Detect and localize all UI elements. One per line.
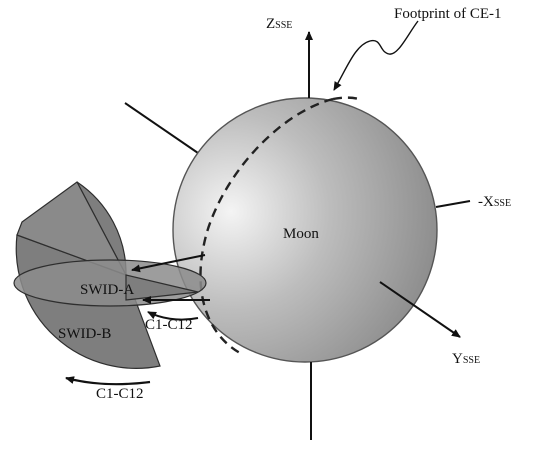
swid-upper-wedge-side [16, 181, 128, 277]
footprint-label: Footprint of CE-1 [394, 6, 502, 22]
view-arrow-upper [131, 254, 206, 273]
moon-sphere [172, 97, 438, 363]
z-axis-label: ZSSE [266, 16, 292, 32]
ce1-footprint-dashed-line [199, 97, 334, 355]
rotation-arrow-upper [147, 311, 199, 321]
y-axis-line [379, 281, 461, 338]
y-axis-label: YSSE [452, 351, 480, 367]
x-axis-back-line [124, 102, 199, 154]
neg-x-axis-label: -XSSE [478, 194, 511, 210]
neg-x-axis-line [435, 200, 471, 208]
swid-a-pointer-wedge [125, 274, 199, 301]
moon-label: Moon [283, 226, 319, 242]
ce1-footprint-front-arc [332, 96, 363, 102]
rotation-arrow-lower [65, 376, 151, 386]
footprint-pointer-curve [333, 20, 419, 91]
swid-b-label: SWID-B [58, 326, 111, 342]
c1-c12-lower-label: C1-C12 [96, 386, 144, 402]
c1-c12-upper-label: C1-C12 [145, 317, 193, 333]
swid-a-label: SWID-A [80, 282, 134, 298]
